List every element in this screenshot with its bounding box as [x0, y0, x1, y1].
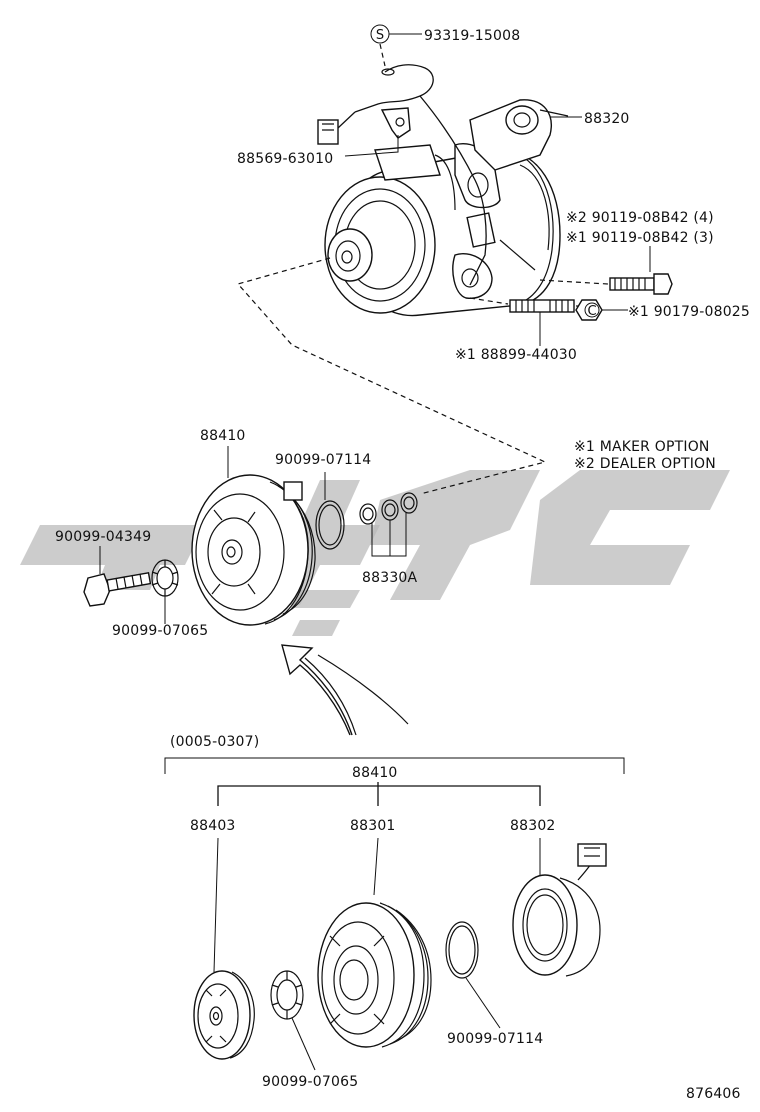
- label-clutch-assy-top: 88410: [200, 428, 246, 444]
- leader-snap-ring-bottom: [465, 977, 501, 1029]
- label-snap-ring-bottom: 90099-07114: [447, 1031, 543, 1047]
- label-stud: ※1 88899-44030: [455, 347, 577, 363]
- label-bolt-maker: ※1 90119-08B42 (3): [566, 230, 714, 246]
- pulley-icon: [317, 902, 432, 1048]
- label-snap-ring-top: 90099-07114: [275, 452, 371, 468]
- top-clutch-labels: 88410 90099-07114 88330A 90099-04349: [55, 428, 418, 639]
- label-bolt-front: 90099-04349: [55, 529, 151, 545]
- sensor-screw-icon: [381, 68, 395, 76]
- clutch-assembly-top: [191, 474, 316, 626]
- bottom-bracket: (0005-0307) 88410: [164, 734, 625, 806]
- washer-top-icon: [151, 559, 179, 597]
- mount-bolt-icon: [609, 273, 673, 295]
- label-connector-bracket: 88569-63010: [237, 151, 333, 167]
- label-washer-top: 90099-07065: [112, 623, 208, 639]
- washer-bottom-icon: [270, 970, 304, 1020]
- clutch-connector-icon: [283, 481, 303, 501]
- nut-icon: C: [575, 299, 603, 321]
- label-clutch-assy-bottom: 88410: [352, 765, 398, 781]
- leader-washer-bottom: [291, 1017, 316, 1071]
- label-sensor-screw: 93319-15008: [424, 28, 520, 44]
- legend-maker-option: ※1 MAKER OPTION: [574, 439, 710, 455]
- front-bolt-icon: [83, 571, 152, 607]
- leader-hub: [213, 837, 219, 973]
- stator-icon: [512, 843, 607, 977]
- callout-dashed-lines: [236, 257, 547, 495]
- leader-pulley: [373, 837, 379, 896]
- label-bolt-dealer: ※2 90119-08B42 (4): [566, 210, 714, 226]
- label-stator: 88302: [510, 818, 556, 834]
- label-date-range: (0005-0307): [170, 734, 259, 750]
- label-washer-bottom: 90099-07065: [262, 1074, 358, 1090]
- compressor-assembly: [324, 99, 569, 317]
- label-nut: ※1 90179-08025: [628, 304, 750, 320]
- snap-ring-top-icon: [315, 500, 345, 550]
- label-pulley: 88301: [350, 818, 396, 834]
- top-labels: S 93319-15008 88569-63010 88320 ※2 90119…: [237, 24, 750, 363]
- watermark-logo: [20, 470, 730, 636]
- stator-connector-icon: [577, 843, 607, 867]
- label-hub: 88403: [190, 818, 236, 834]
- label-shims: 88330A: [362, 570, 418, 586]
- circle-marker-s: S: [376, 28, 384, 43]
- label-compressor: 88320: [584, 111, 630, 127]
- legend-dealer-option: ※2 DEALER OPTION: [574, 456, 716, 472]
- hub-icon: [193, 970, 255, 1060]
- stud-icon: [509, 299, 575, 313]
- figure-id: 876406: [686, 1086, 741, 1102]
- nut-marker-c: C: [587, 304, 596, 319]
- shims-icon: [359, 492, 418, 525]
- reference-arrow: [281, 644, 409, 736]
- snap-ring-bottom-icon: [445, 921, 479, 979]
- sensor-wire: [317, 64, 487, 286]
- sensor-connector-icon: [317, 119, 339, 145]
